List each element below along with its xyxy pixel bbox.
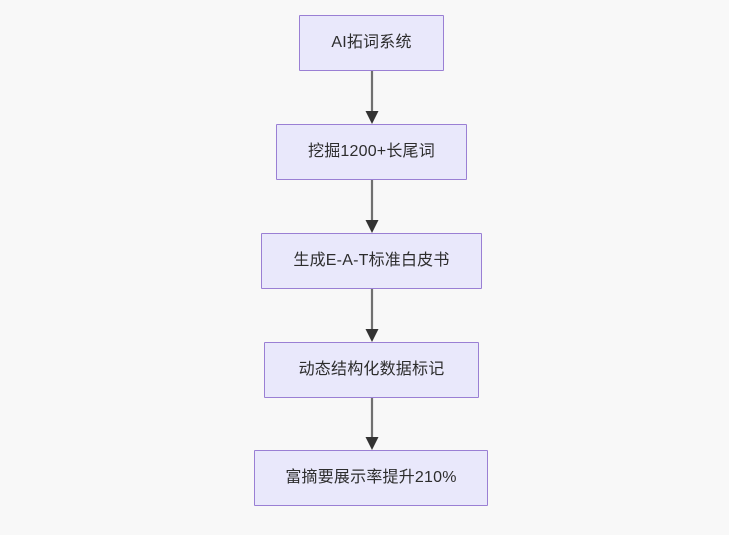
flow-edge-3 — [361, 289, 383, 342]
flow-edge-1 — [361, 71, 383, 124]
flow-node-label: 挖掘1200+长尾词 — [308, 143, 435, 161]
flow-node-longtail-keywords[interactable]: 挖掘1200+长尾词 — [276, 124, 467, 180]
flow-node-label: 生成E-A-T标准白皮书 — [293, 252, 450, 270]
flow-node-rich-snippet-result[interactable]: 富摘要展示率提升210% — [254, 450, 488, 506]
flow-node-structured-data-markup[interactable]: 动态结构化数据标记 — [264, 342, 479, 398]
flow-edge-2 — [361, 180, 383, 233]
flow-node-label: 富摘要展示率提升210% — [285, 469, 457, 487]
flow-node-eat-whitepaper[interactable]: 生成E-A-T标准白皮书 — [261, 233, 482, 289]
flow-node-label: AI拓词系统 — [331, 34, 412, 52]
flow-node-ai-keyword-system[interactable]: AI拓词系统 — [299, 15, 444, 71]
flow-edge-4 — [361, 398, 383, 450]
flow-node-label: 动态结构化数据标记 — [298, 361, 445, 379]
